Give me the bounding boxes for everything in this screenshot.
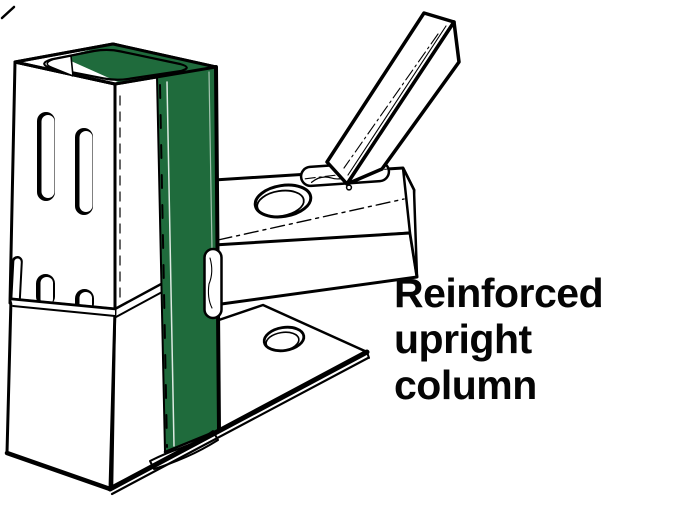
base-plate-front-edge (107, 349, 370, 496)
column-slot-upper-right (75, 128, 93, 215)
channel-right-edge (214, 65, 221, 432)
channel-left-edge (156, 76, 166, 453)
caption-line-2: upright (394, 316, 532, 362)
base-plate-corner-tick (366, 351, 370, 359)
bracket-arm-centerline (217, 198, 405, 241)
diagonal-brace-ridge (346, 21, 455, 185)
base-shoe-front-rim-upper (9, 297, 117, 311)
base-plate-hole-bore (265, 331, 300, 352)
column-left-face (8, 60, 117, 317)
diagonal-brace (325, 11, 461, 186)
base-shoe-front-rim-lower (12, 305, 116, 317)
column-top-opening (13, 42, 218, 86)
bracket-arm-front-face (212, 231, 419, 307)
caption-line-1: Reinforced (394, 270, 604, 316)
base-shoe-front-rim-band (11, 299, 115, 316)
brace-foot-hole (345, 184, 353, 191)
column-slot-upper-left (37, 112, 55, 201)
base-shoe-bottom-edge (4, 450, 113, 492)
base-plate-thickness-line (110, 356, 370, 496)
column-slot-lower-left (36, 274, 55, 306)
column-opening-inner-wall (46, 55, 74, 77)
caption: Reinforced upright column (394, 270, 604, 408)
bracket-arm (212, 166, 419, 307)
channel-corner-highlight (208, 71, 213, 251)
channel-weld-dashes (159, 84, 168, 448)
bracket-arm-end-face (401, 166, 419, 279)
diagonal-brace-centerline (343, 33, 439, 169)
base-shoe-left-flange (9, 256, 23, 308)
base-shoe-corner-tab-weld (207, 257, 213, 309)
reinforcement-channel-edges (156, 65, 221, 454)
caption-line-3: column (394, 362, 537, 408)
column-top-outline (13, 42, 218, 86)
base-plate-back-edges (211, 303, 369, 354)
diagonal-brace-highlight (347, 25, 447, 176)
stray-edge-line (0, 5, 16, 20)
channel-fold-highlight (166, 81, 175, 447)
base-shoe-corner-tab (203, 247, 223, 320)
bracket-arm-hole-bore (256, 189, 305, 218)
column-opening-outline (43, 48, 188, 81)
